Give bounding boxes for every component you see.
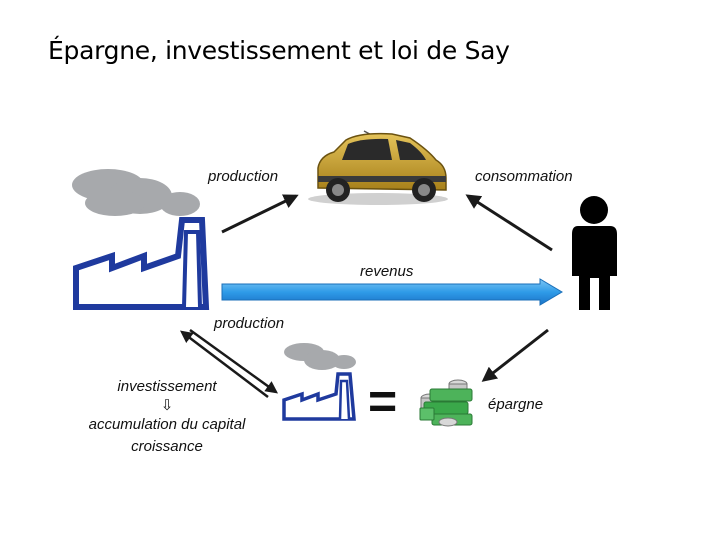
label-revenus: revenus: [360, 263, 413, 280]
investment-text-block: investissement ⇩ accumulation du capital…: [62, 376, 272, 458]
small-smoke-cloud-icon: [284, 343, 356, 370]
arrow-epargne: [484, 330, 548, 380]
arrow-consommation: [468, 196, 552, 250]
money-stack-icon: [420, 380, 472, 426]
person-icon: [572, 196, 617, 310]
label-accumulation: accumulation du capital: [62, 414, 272, 436]
label-production-bottom: production: [214, 315, 284, 332]
down-arrow-icon: ⇩: [62, 398, 272, 414]
label-epargne: épargne: [488, 396, 543, 413]
arrow-revenus: [222, 279, 562, 305]
label-croissance: croissance: [62, 436, 272, 458]
factory-icon: [76, 220, 206, 307]
smoke-cloud-icon: [72, 169, 200, 216]
label-production-top: production: [208, 168, 278, 185]
small-factory-icon: [284, 374, 354, 419]
arrow-production: [222, 196, 296, 232]
car-icon: [308, 131, 448, 205]
label-investissement: investissement: [62, 376, 272, 398]
label-consommation: consommation: [475, 168, 573, 185]
equals-sign: =: [368, 376, 397, 426]
